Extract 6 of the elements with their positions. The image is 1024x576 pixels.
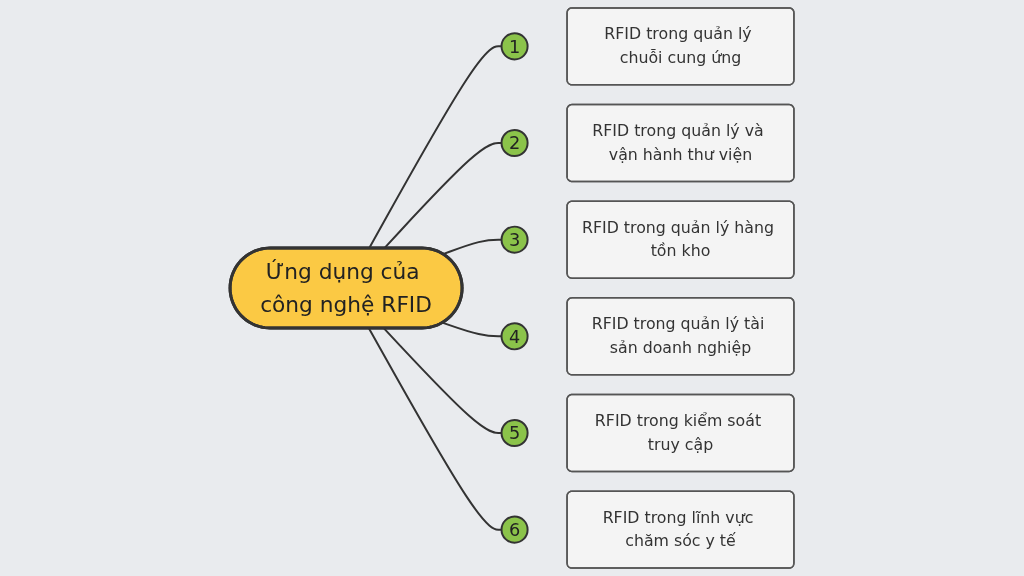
node-circle: 3 xyxy=(500,225,529,254)
node-circle: 5 xyxy=(500,418,529,447)
node-circle: 6 xyxy=(500,515,529,544)
node-circle: 2 xyxy=(500,129,529,158)
node-circle: 4 xyxy=(500,322,529,351)
node-circle: 1 xyxy=(500,32,529,61)
